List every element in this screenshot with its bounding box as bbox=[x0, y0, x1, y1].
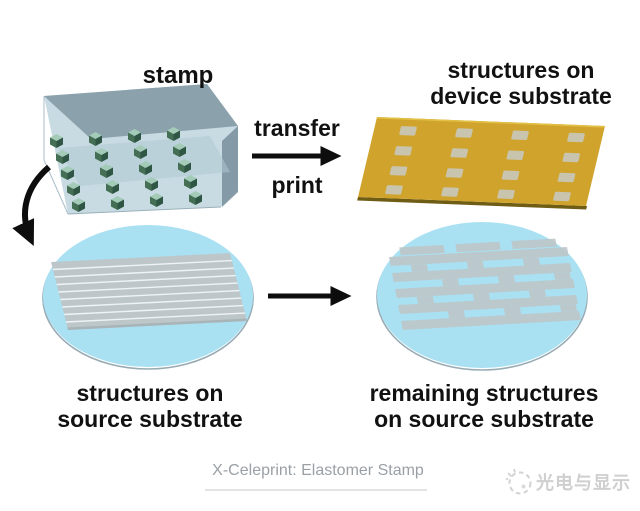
device-substrate-label-line1: structures on bbox=[447, 57, 595, 83]
caption-divider bbox=[205, 489, 427, 491]
device-substrate-graphic bbox=[357, 117, 605, 210]
remaining-structures bbox=[389, 238, 581, 330]
stamp-graphic bbox=[43, 84, 238, 215]
snowflake-logo-icon bbox=[505, 468, 532, 495]
print-label: print bbox=[271, 172, 323, 198]
transfer-label: transfer bbox=[254, 115, 340, 141]
remaining-wafer-graphic bbox=[376, 222, 588, 371]
source-substrate-label-line1: structures on bbox=[76, 380, 224, 406]
remaining-structures-label: remaining structures on source substrate bbox=[370, 380, 599, 432]
stamp-label: stamp bbox=[142, 62, 214, 89]
caption-text: X-Celeprint: Elastomer Stamp bbox=[212, 462, 424, 479]
dense-structures bbox=[51, 253, 247, 330]
source-substrate-label: structures on source substrate bbox=[57, 380, 242, 432]
source-substrate-label-line2: source substrate bbox=[57, 406, 243, 432]
pickup-arrow bbox=[12, 164, 52, 246]
device-substrate-label-line2: device substrate bbox=[430, 83, 612, 109]
printed-structures bbox=[385, 126, 585, 202]
source-wafer-graphic bbox=[42, 225, 254, 370]
watermark-text: 光电与显示 bbox=[536, 473, 631, 494]
device-substrate-label: structures on device substrate bbox=[430, 57, 612, 109]
remaining-structures-label-line1: remaining structures bbox=[369, 380, 599, 406]
remaining-structures-label-line2: on source substrate bbox=[374, 406, 594, 432]
